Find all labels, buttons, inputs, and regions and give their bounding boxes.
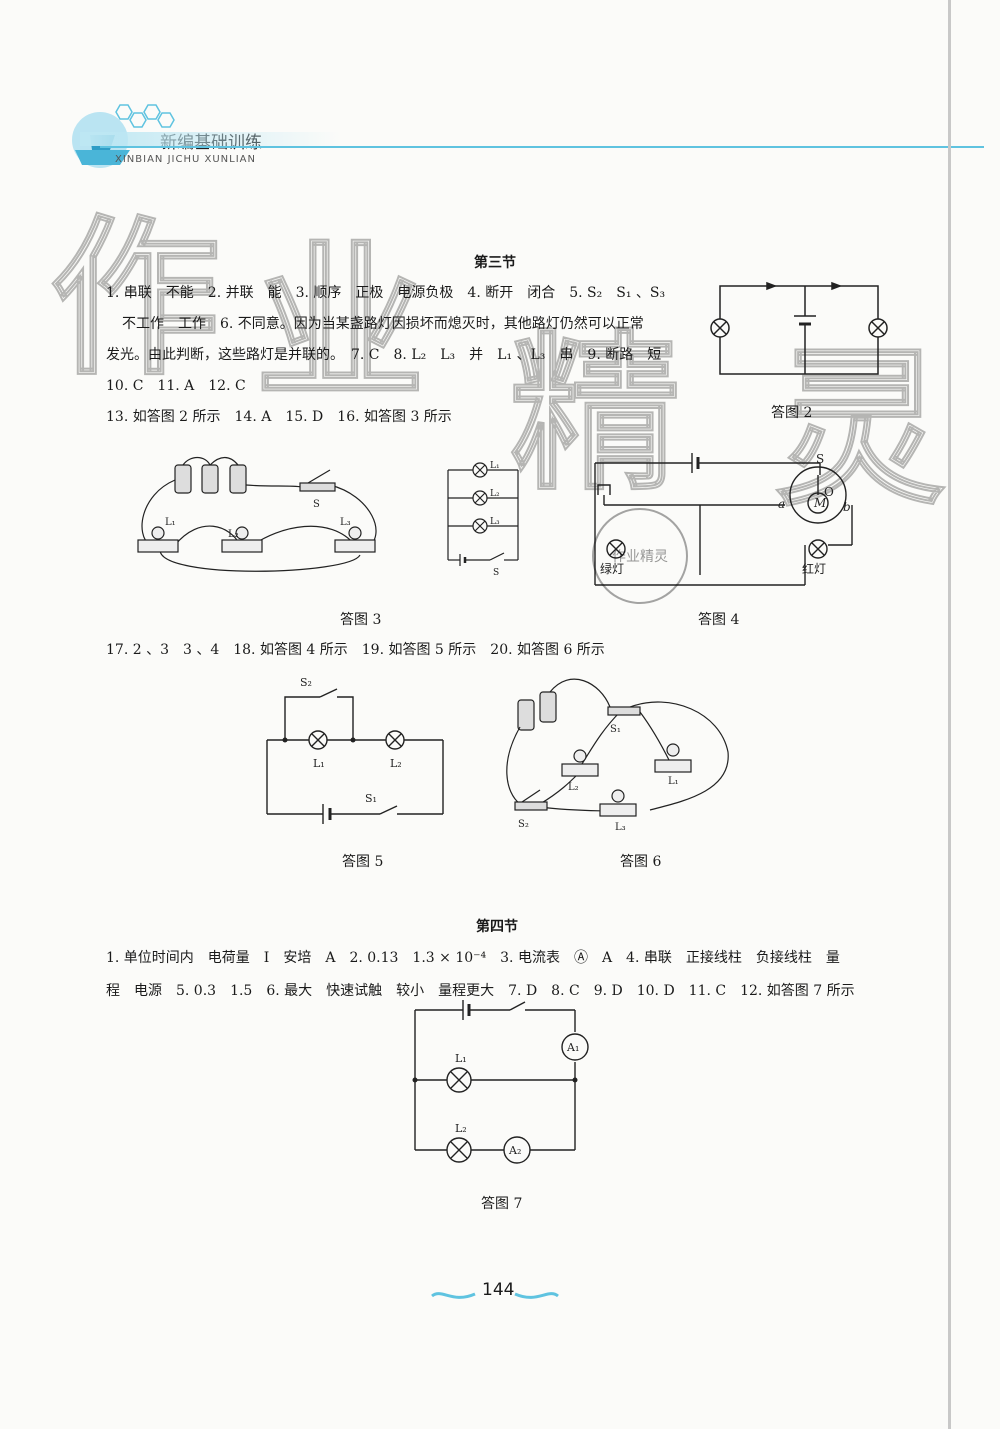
stamp: 作业精灵 [592, 508, 688, 604]
figure-5-caption: 答图 5 [342, 854, 384, 870]
header-rule [100, 146, 984, 148]
answer-line: 程 电源 5. 0.3 1.5 6. 最大 快速试触 较小 量程更大 7. D … [106, 983, 855, 999]
figure-3: S L₁ L₂ L₃ [137, 456, 377, 572]
fig5-label: S₂ [300, 676, 312, 689]
section4-title: 第四节 [476, 919, 518, 935]
wave-decoration-icon [431, 1292, 559, 1299]
page-edge [948, 0, 951, 1429]
fig7-label: A₂ [508, 1144, 521, 1157]
battery-icon [517, 691, 557, 731]
fig7-label: L₂ [455, 1122, 467, 1135]
stamp-text: 作业精灵 [612, 549, 668, 565]
section3-title: 第三节 [474, 255, 516, 271]
fig3-label: L₂ [490, 489, 500, 499]
figure-6-caption: 答图 6 [620, 854, 662, 870]
bulb-icon [561, 743, 692, 817]
lamp-symbol [710, 318, 888, 338]
figure-2-caption: 答图 2 [771, 405, 813, 421]
answer-line: 1. 串联 不能 2. 并联 能 3. 顺序 正极 电源负极 4. 断开 闭合 … [106, 285, 666, 301]
fig6-label: S₁ [610, 724, 621, 735]
fig7-label: A₁ [566, 1041, 579, 1054]
answer-line: 1. 单位时间内 电荷量 I 安培 A 2. 0.13 1.3 × 10⁻⁴ 3… [106, 950, 840, 966]
header-band [80, 132, 340, 146]
figure-4-caption: 答图 4 [698, 612, 740, 628]
fig4-label: b [843, 500, 851, 514]
figure-7: A₁ L₁ L₂ A₂ [412, 1000, 589, 1164]
fig6-label: L₂ [568, 782, 579, 793]
fig3-label: S [313, 499, 320, 510]
fig5-label: L₁ [313, 757, 325, 770]
battery-icon [174, 464, 247, 494]
figure-7-caption: 答图 7 [481, 1196, 523, 1212]
fig3-label: L₁ [490, 461, 500, 471]
figure-5: S₂ L₁ L₂ S₁ [266, 676, 444, 824]
header-pinyin: XINBIAN JICHU XUNLIAN [115, 154, 256, 165]
figure-6: S₁ L₂ L₁ S₂ L₃ [506, 678, 729, 833]
watermark-char-2: 业 [254, 226, 426, 424]
fig3-label: L₃ [340, 517, 351, 528]
switch-icon [299, 469, 336, 492]
answer-line: 不工作 工作 6. 不同意。因为当某盏路灯因损坏而熄灭时，其他路灯仍然可以正常 [122, 316, 644, 332]
header: 新编基础训练 XINBIAN JICHU XUNLIAN [0, 0, 1000, 180]
fig6-label: L₁ [668, 776, 679, 787]
fig4-label: 红灯 [802, 561, 826, 576]
answer-line: 10. C 11. A 12. C [106, 378, 246, 394]
fig5-label: S₁ [365, 792, 377, 805]
fig4-label: S [816, 452, 824, 466]
fig3-label: S [493, 568, 499, 578]
fig3-label: L₂ [228, 529, 239, 540]
answer-line: 发光。由此判断，这些路灯是并联的。 7. C 8. L₂ L₃ 并 L₁ 、L₃… [106, 347, 662, 363]
fig3-label: L₁ [165, 517, 176, 528]
page-number: 144 [482, 1280, 515, 1300]
answer-line: 17. 2 、3 3 、4 18. 如答图 4 所示 19. 如答图 5 所示 … [106, 642, 605, 658]
fig6-label: S₂ [518, 819, 529, 830]
fig5-label: L₂ [390, 757, 402, 770]
page-number-area: 144 [430, 1278, 560, 1308]
fig4-label: a [778, 497, 785, 511]
answer-line: 13. 如答图 2 所示 14. A 15. D 16. 如答图 3 所示 [106, 409, 452, 425]
fig3-label: L₃ [490, 517, 500, 527]
watermark-char-1: 作 [49, 201, 221, 399]
watermark-char-4: 灵 [774, 331, 946, 529]
figure-3-schematic: L₁ L₂ L₃ S [447, 461, 519, 578]
figure-2 [710, 281, 888, 375]
fig6-label: L₃ [615, 822, 626, 833]
fig7-label: L₁ [455, 1052, 467, 1065]
figure-3-caption: 答图 3 [340, 612, 382, 628]
fig4-label: O [824, 485, 834, 499]
fig4-label: M [813, 496, 827, 510]
bulb-icon [137, 526, 376, 553]
switch-icon [514, 706, 641, 811]
